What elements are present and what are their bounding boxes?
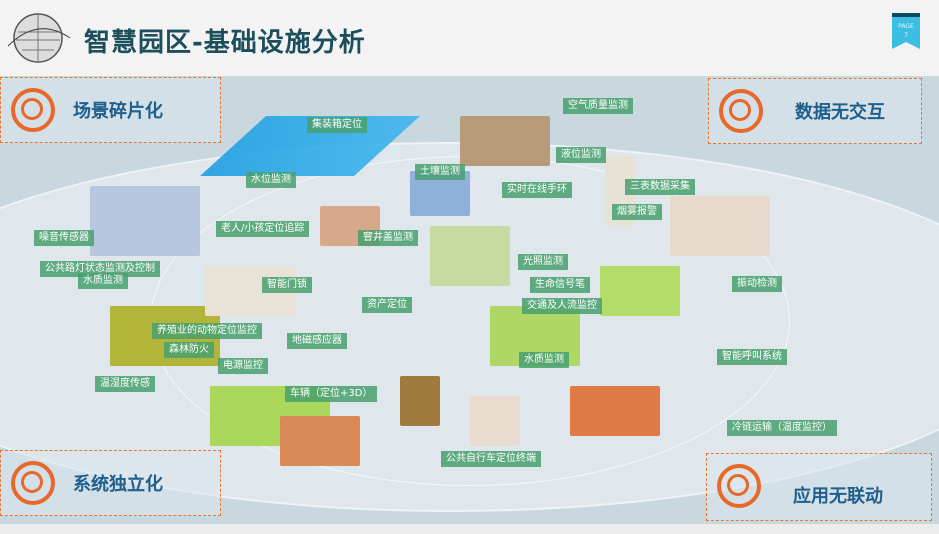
page-title: 智慧园区-基础设施分析 [84,28,366,58]
corner-no-data-exchange: 数据无交互 [708,78,922,144]
page-label: PAGE [898,23,914,30]
label-light: 光照监测 [518,254,568,270]
corner-fragmented: 场景碎片化 [0,77,221,143]
label-smart-lock: 智能门锁 [262,277,312,293]
page-number: 7 [904,32,908,39]
label-vehicle: 车辆（定位+3D） [285,386,378,402]
label-forest-fire: 森林防火 [164,342,214,358]
label-life-signal: 生命信号笔 [530,277,590,293]
label-temp-humidity: 温湿度传感 [95,376,155,392]
corner-title: 数据无交互 [795,102,885,123]
target-icon [717,464,761,508]
label-water-level: 水位监测 [246,172,296,188]
corner-no-linkage: 应用无联动 [706,453,932,521]
label-liquid-level: 液位监测 [556,147,606,163]
label-soil: 土壤监测 [415,164,465,180]
page-badge: PAGE 7 [892,13,920,49]
target-icon [11,461,55,505]
label-cold-chain: 冷链运输（温度监控） [727,420,837,436]
label-traffic: 交通及人流监控 [522,298,602,314]
label-water-quality-mid: 水质监测 [519,352,569,368]
label-asset: 资产定位 [362,297,412,313]
label-meter-collection: 三表数据采集 [625,179,695,195]
label-noise-sensor: 噪音传感器 [34,230,94,246]
target-icon [11,88,55,132]
corner-isolated-systems: 系统独立化 [0,450,221,516]
target-icon [719,89,763,133]
label-call-system: 智能呼叫系统 [717,349,787,365]
label-manhole: 窨井盖监测 [358,230,418,246]
smart-park-illustration [0,76,939,524]
corner-title: 场景碎片化 [73,101,163,122]
label-smoke-alarm: 烟雾报警 [612,204,662,220]
label-elder-child-tracking: 老人/小孩定位追踪 [216,221,310,237]
label-power: 电源监控 [218,358,268,374]
logo-globe-icon [7,13,71,63]
label-container-positioning: 集装箱定位 [307,117,367,133]
label-streetlight: 公共路灯状态监测及控制 [40,261,160,277]
corner-title: 应用无联动 [793,486,883,507]
label-livestock: 养殖业的动物定位监控 [152,323,262,339]
label-vibration: 振动检测 [732,276,782,292]
label-wristband: 实时在线手环 [502,182,572,198]
label-bike-terminal: 公共自行车定位终端 [441,451,541,467]
label-air-quality: 空气质量监测 [563,98,633,114]
corner-title: 系统独立化 [73,474,163,495]
label-water-quality-left: 水质监测 [78,273,128,289]
label-geomagnetic: 地磁感应器 [287,333,347,349]
